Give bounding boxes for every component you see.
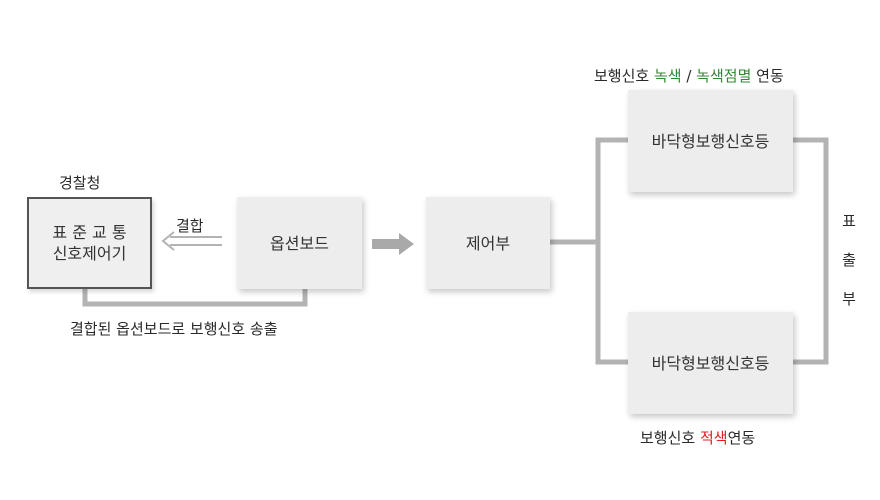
branch-bracket-left [595,137,628,365]
bottom-right-suffix: 연동 [727,429,756,447]
top-caption-green: 녹색 [653,67,682,85]
top-caption-separator: / [681,67,697,85]
display-unit-char-3: 부 [842,290,856,308]
floor-signal-bottom: 바닥형보행신호등 [628,312,793,414]
controller-text: 표 준 교 통 신호제어기 [52,222,126,264]
top-caption-blink: 녹색점멸 [696,67,752,85]
option-board: 옵션보드 [237,197,362,289]
controller-line-2: 신호제어기 [52,244,127,263]
combine-label: 결합 [176,217,204,235]
bottom-right-prefix: 보행신호 [640,429,700,447]
bottom-right-red: 적색 [699,429,728,447]
police-label: 경찰청 [59,174,101,192]
bottom-caption: 결합된 옵션보드로 보행신호 송출 [70,320,278,338]
display-unit-label: 표 출 부 [839,202,859,319]
controller-line-1: 표 준 교 통 [52,223,127,242]
flow-arrow-head [399,233,414,255]
flow-arrow-shaft [372,239,400,249]
control-unit: 제어부 [426,197,550,289]
floor-signal-top: 바닥형보행신호등 [628,90,793,192]
combine-arrow-head [161,231,175,251]
top-caption-suffix: 연동 [751,67,784,85]
return-connector [82,289,308,307]
branch-bracket-right [793,137,829,365]
display-unit-char-2: 출 [842,251,856,269]
bottom-right-caption: 보행신호 적색연동 [640,427,755,448]
standard-traffic-controller: 표 준 교 통 신호제어기 [27,197,152,289]
top-caption-prefix: 보행신호 [594,67,654,85]
display-unit-char-1: 표 [842,212,856,230]
top-caption: 보행신호 녹색 / 녹색점멸 연동 [594,65,784,86]
